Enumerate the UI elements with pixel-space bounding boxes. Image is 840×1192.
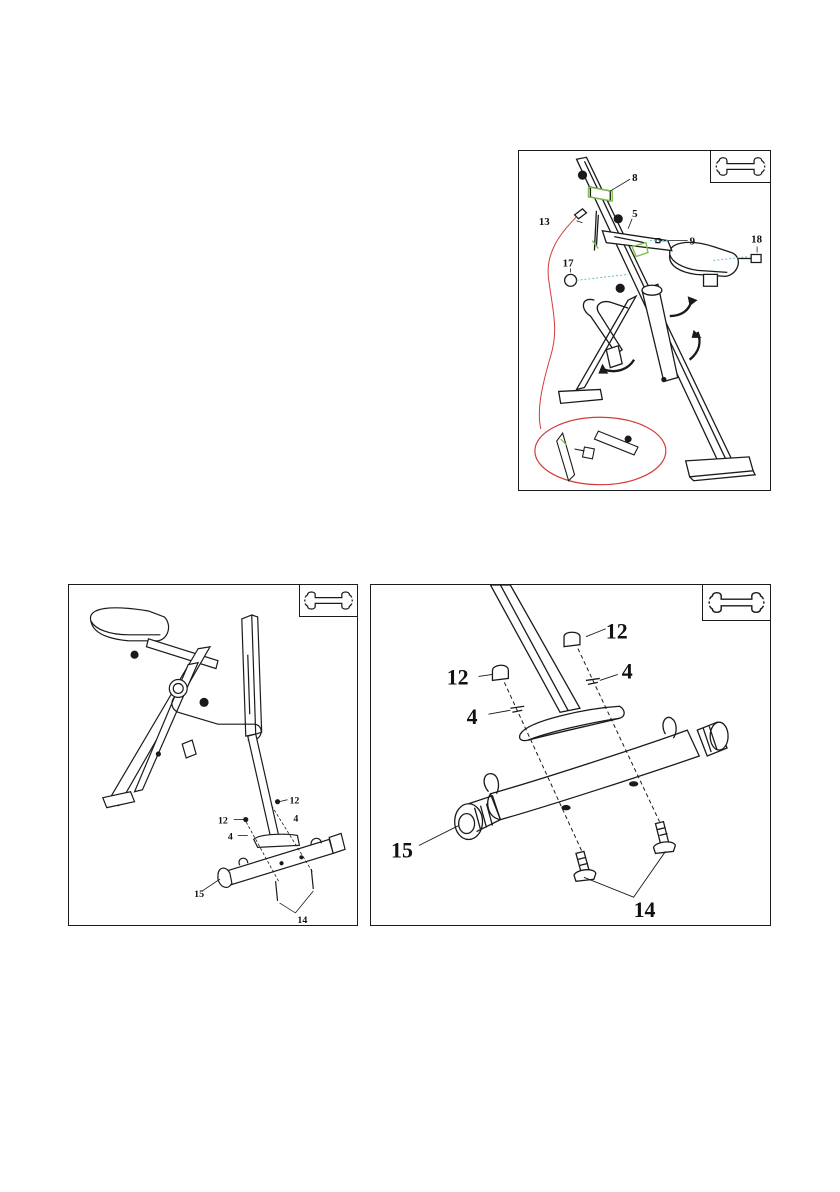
- tool-badge: [710, 151, 770, 183]
- part-label-12: 12: [447, 665, 469, 689]
- part-label-12: 12: [289, 796, 299, 807]
- wrench-icon: [703, 585, 770, 620]
- tool-badge: [299, 585, 357, 617]
- part-label-5: 5: [632, 208, 638, 220]
- part-label-4-b: 4: [228, 831, 233, 842]
- part-label-12-b: 12: [606, 620, 628, 644]
- part-label-17: 17: [563, 257, 574, 269]
- assembly-step-panel-detail: 12 12 4 4 15 14: [370, 584, 771, 926]
- part-label-9: 9: [690, 236, 696, 248]
- part-label-12-b: 12: [218, 816, 228, 827]
- part-label-8: 8: [632, 172, 638, 184]
- wrench-icon: [300, 585, 357, 616]
- stabilizer-assembly-drawing-small: 12 12 4 4 15 14: [69, 585, 357, 925]
- assembly-step-panel-small: 12 12 4 4 15 14: [68, 584, 358, 926]
- tool-badge: [702, 585, 770, 621]
- part-label-15: 15: [391, 838, 413, 862]
- part-label-13: 13: [539, 216, 550, 228]
- part-label-18: 18: [751, 234, 762, 246]
- part-label-15: 15: [194, 889, 204, 900]
- part-label-14: 14: [297, 915, 307, 925]
- seat-assembly-drawing: 8 13 5 9 18 17: [519, 151, 770, 490]
- part-label-4: 4: [293, 814, 298, 825]
- wrench-icon: [711, 151, 770, 182]
- part-label-4-b: 4: [622, 659, 633, 683]
- part-label-4: 4: [467, 705, 478, 729]
- part-label-14: 14: [634, 898, 656, 922]
- stabilizer-assembly-drawing-detail: 12 12 4 4 15 14: [371, 585, 770, 925]
- assembly-step-panel-seat: 8 13 5 9 18 17: [518, 150, 771, 491]
